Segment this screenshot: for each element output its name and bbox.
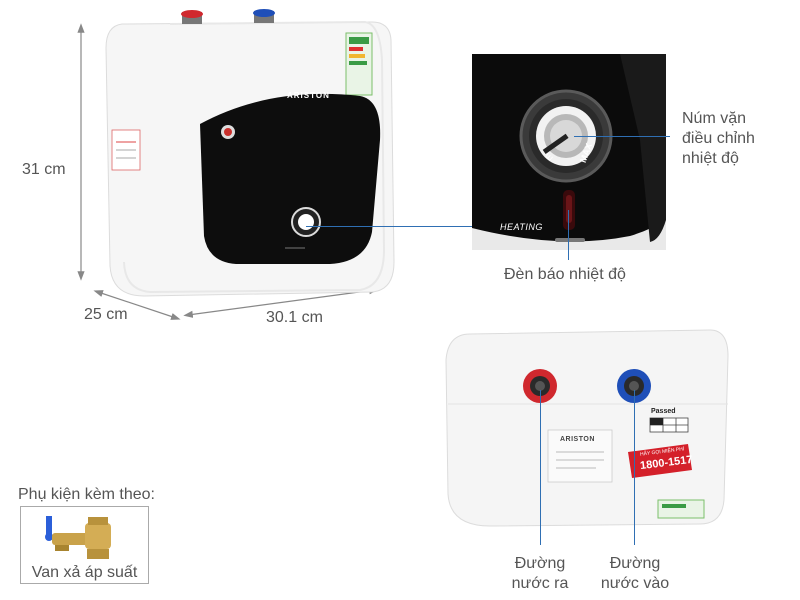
- ariston-bottom-logo: ARISTON: [560, 436, 595, 443]
- passed-label: Passed: [651, 408, 676, 415]
- front-knob-callout-line: [306, 226, 472, 227]
- knob-callout-line-2: điều chỉnh: [682, 130, 755, 147]
- indicator-callout-label: Đèn báo nhiệt độ: [504, 266, 626, 283]
- height-dimension-label: 31 cm: [22, 161, 66, 178]
- indicator-callout-line: [568, 210, 569, 260]
- accessory-heading: Phụ kiện kèm theo:: [18, 486, 155, 503]
- knob-callout-label: Núm vặn điều chỉnh nhiệt độ: [682, 109, 772, 169]
- heating-label: HEATING: [500, 222, 543, 232]
- accessory-name: Van xả áp suất: [31, 564, 138, 581]
- inlet-callout-line-1: Đường: [609, 555, 661, 572]
- knob-callout-line-3: nhiệt độ: [682, 150, 739, 167]
- knob-callout-line: [574, 136, 670, 137]
- knob-callout-line-1: Núm vặn: [682, 110, 747, 127]
- ariston-front-logo: ARISTON: [287, 91, 330, 100]
- outlet-callout-line-1: Đường: [514, 555, 566, 572]
- accessory-box: Van xả áp suất: [20, 506, 149, 584]
- depth-dimension-label: 25 cm: [84, 306, 128, 323]
- inlet-callout-label: Đường nước vào: [592, 554, 678, 594]
- outlet-callout-label: Đường nước ra: [500, 554, 580, 594]
- outlet-callout-line: [540, 390, 541, 545]
- width-dimension-label: 30.1 cm: [266, 309, 323, 326]
- pressure-valve-image: [45, 516, 111, 559]
- outlet-callout-line-2: nước ra: [511, 575, 569, 592]
- inlet-callout-line: [634, 390, 635, 545]
- inlet-callout-line-2: nước vào: [600, 575, 670, 592]
